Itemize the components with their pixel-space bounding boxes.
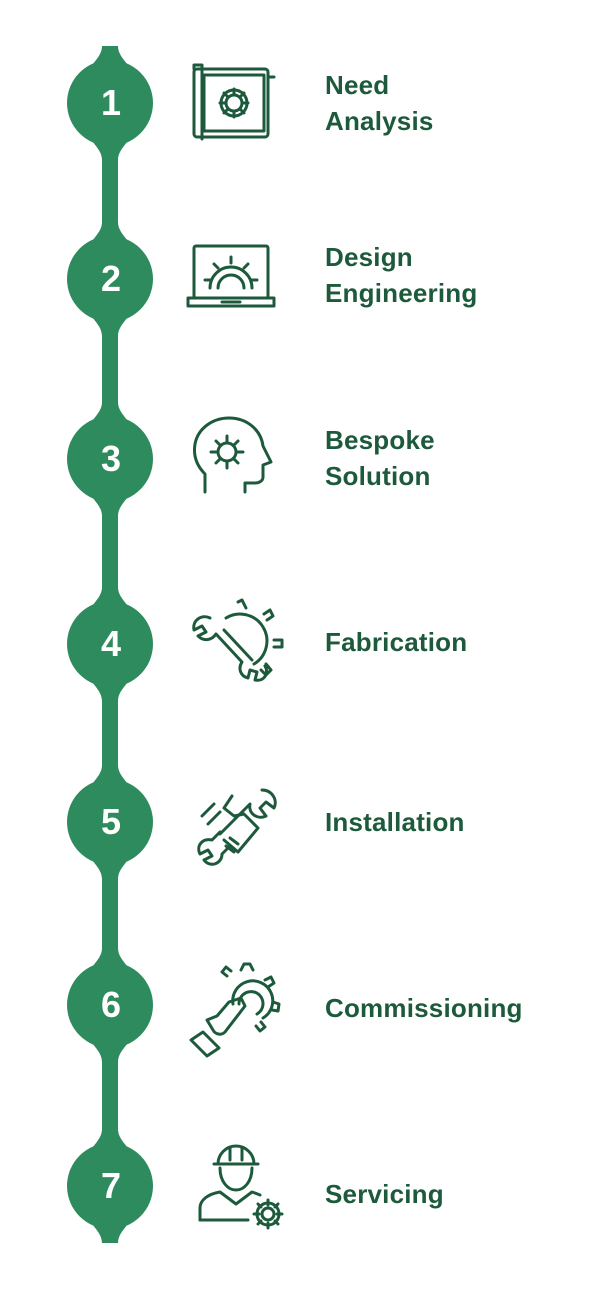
step-3-number: 3 [100,438,122,479]
step-5-node [67,779,153,865]
step-2-label: Design Engineering [325,239,575,311]
step-6-label: Commissioning [325,990,575,1026]
step-7-node [67,1143,153,1229]
step-2-label-line-1: Design [325,242,413,272]
step-5-label: Installation [325,804,575,840]
step-6-label-line-1: Commissioning [325,993,523,1023]
step-5-label-line-1: Installation [325,807,465,837]
laptop-gear-icon [182,232,278,328]
step-1-label-line-1: Need [325,70,390,100]
hand-touch-gear-icon [189,960,285,1058]
step-2-node [67,236,153,322]
wrench-gear-icon [186,596,284,692]
step-3-node [67,416,153,502]
step-1-number: 1 [100,82,122,123]
step-4-label: Fabrication [325,624,575,660]
step-1-node [67,60,153,146]
step-7-label-line-1: Servicing [325,1179,444,1209]
step-7-label: Servicing [325,1176,575,1212]
blueprint-gear-icon [184,55,280,151]
step-1-label: Need Analysis [325,67,575,139]
technician-gear-icon [196,1138,292,1234]
step-5-number: 5 [100,801,122,842]
step-6-node [67,962,153,1048]
step-4-label-line-1: Fabrication [325,627,468,657]
step-3-label-line-1: Bespoke [325,425,435,455]
step-6-number: 6 [100,984,122,1025]
step-3-label-line-2: Solution [325,461,431,491]
step-3-label: Bespoke Solution [325,422,575,494]
step-4-node [67,601,153,687]
head-gear-icon [185,412,281,508]
step-2-number: 2 [100,258,122,299]
hand-wrench-icon [192,780,288,876]
step-4-number: 4 [100,623,122,664]
step-7-number: 7 [100,1165,122,1206]
step-1-label-line-2: Analysis [325,106,434,136]
step-2-label-line-2: Engineering [325,278,478,308]
